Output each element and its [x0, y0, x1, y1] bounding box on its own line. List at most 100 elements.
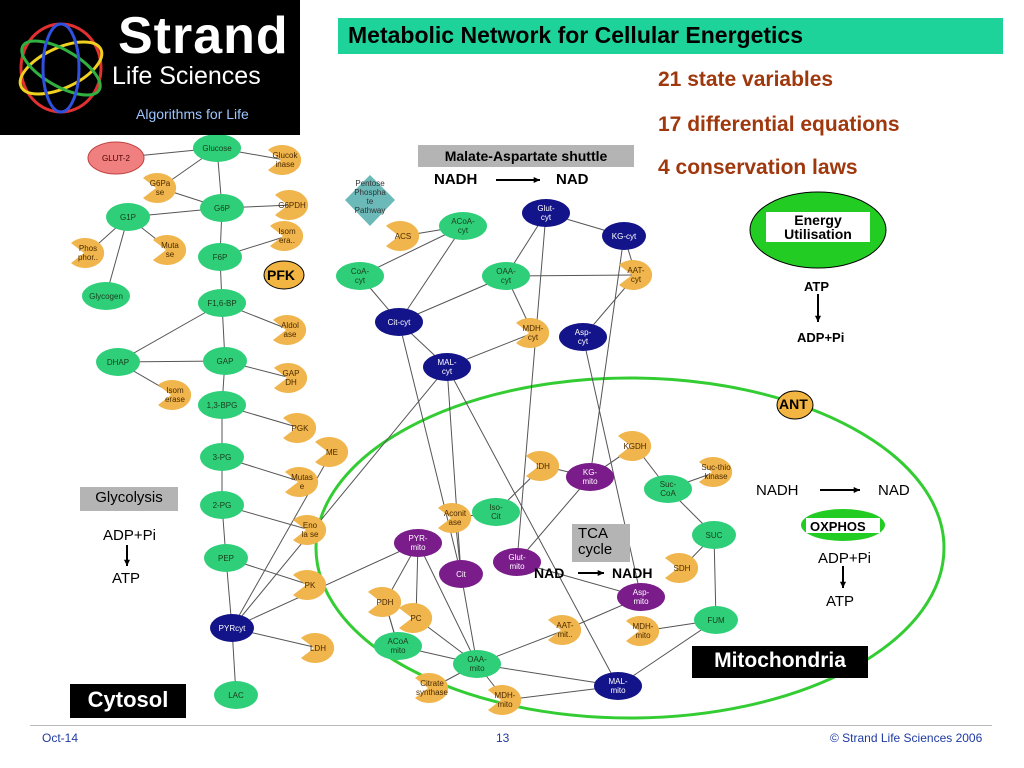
- node-label: LDH: [310, 644, 326, 653]
- node-kgmito: KG-mito: [566, 463, 614, 491]
- tca-nad: NAD: [534, 565, 565, 581]
- node-pg2: 2-PG: [200, 491, 244, 519]
- enzyme-shape: [386, 221, 420, 251]
- mitochondria-label: Mitochondria: [692, 646, 868, 678]
- node-malcyt: MAL-cyt: [423, 353, 471, 381]
- enzyme-shape: [548, 614, 582, 645]
- pentose-phosphate-diamond: [345, 175, 395, 226]
- node-pk: PK: [293, 570, 327, 600]
- glycolysis-atp: ATP: [112, 570, 141, 587]
- node-glutmito: Glut-mito: [493, 548, 541, 576]
- node-kgcyt: KG-cyt: [602, 222, 646, 250]
- metabolite-shape: [210, 614, 254, 642]
- metabolite-shape: [692, 521, 736, 549]
- enzyme-shape: [665, 553, 699, 583]
- node-pyrcyt: PYRcyt: [210, 614, 254, 642]
- enzyme-shape: [285, 467, 319, 498]
- edge-aspcyt-aspmito: [582, 336, 642, 598]
- metabolite-shape: [193, 134, 241, 162]
- node-suc: SUC: [692, 521, 736, 549]
- transporter-shape: [87, 141, 145, 175]
- node-label: 1,3-BPG: [207, 401, 238, 410]
- node-fum: FUM: [694, 606, 738, 634]
- enzyme-shape: [273, 314, 307, 345]
- enzyme-shape: [626, 616, 660, 646]
- ant-label: ANT: [779, 396, 808, 412]
- node-label: ME: [326, 448, 338, 457]
- oxphos-box: [806, 518, 880, 533]
- node-label: PC: [410, 614, 421, 623]
- enzyme-shape: [293, 570, 327, 600]
- node-label: 2-PG: [213, 501, 232, 510]
- node-pgk: PGK: [283, 413, 317, 443]
- metabolite-shape: [204, 544, 248, 572]
- node-label: MAL-cyt: [437, 358, 456, 376]
- footer-divider: [30, 725, 992, 726]
- pfk-node: [263, 260, 305, 290]
- title-bar: Metabolic Network for Cellular Energetic…: [338, 18, 1003, 54]
- oxphos-nadh: NADH: [756, 482, 799, 499]
- enzyme-shape: [699, 457, 733, 487]
- node-label: Asp-mito: [633, 588, 650, 606]
- node-label: KG-mito: [582, 468, 598, 486]
- metabolite-shape: [198, 243, 242, 271]
- node-label: SDH: [674, 564, 691, 573]
- node-label: MDH-mito: [633, 622, 654, 640]
- node-isocit: Iso-Cit: [472, 498, 520, 526]
- footer-page-number: 13: [496, 731, 510, 745]
- tca-line1: TCA: [578, 525, 608, 542]
- node-succoa: Suc-CoA: [644, 475, 692, 503]
- node-label: Asp-cyt: [575, 328, 592, 346]
- metabolite-shape: [200, 194, 244, 222]
- edge-suc-fum: [713, 534, 717, 621]
- shuttle-nad: NAD: [556, 171, 589, 188]
- node-label: ACoA-cyt: [451, 217, 475, 235]
- node-g1p: G1P: [106, 203, 150, 231]
- metabolite-shape: [375, 308, 423, 336]
- node-pg3: 3-PG: [200, 443, 244, 471]
- node-sdh: SDH: [665, 553, 699, 583]
- shuttle-arrow-head: [533, 176, 540, 184]
- node-label: Iso-Cit: [489, 503, 503, 521]
- node-label: GAP: [217, 357, 234, 366]
- metabolite-shape: [439, 560, 483, 588]
- node-label: F6P: [213, 253, 228, 262]
- node-coacyt: CoA-cyt: [336, 262, 384, 290]
- page-title: Metabolic Network for Cellular Energetic…: [348, 22, 804, 48]
- node-label: SUC: [706, 531, 723, 540]
- node-oaacyt: OAA-cyt: [482, 262, 530, 290]
- metabolite-shape: [522, 199, 570, 227]
- node-pdh: PDH: [368, 587, 402, 618]
- node-label: MAL-mito: [608, 677, 627, 695]
- enzyme-shape: [619, 260, 653, 290]
- footer-copyright: © Strand Life Sciences 2006: [830, 731, 983, 745]
- node-label: GLUT-2: [102, 154, 131, 163]
- energy-line1: Energy: [794, 212, 842, 228]
- metabolite-shape: [617, 583, 665, 611]
- mitochondria-membrane: [314, 376, 946, 720]
- oxphos-adp: ADP+Pi: [818, 550, 871, 567]
- node-label: PYR-mito: [408, 534, 427, 552]
- tca-nadh: NADH: [612, 565, 653, 581]
- edge-kgmito-glutmito: [516, 476, 591, 563]
- node-pc: PC: [399, 603, 433, 634]
- strand-logo: Strand Life Sciences Algorithms for Life: [0, 0, 300, 135]
- node-label: PGK: [292, 424, 310, 433]
- node-g6pdh: G6PDH: [275, 190, 309, 221]
- node-aspmito: Asp-mito: [617, 583, 665, 611]
- metabolite-shape: [203, 347, 247, 375]
- node-pyrmito: PYR-mito: [394, 529, 442, 557]
- edge-pyrcyt-malcyt: [231, 366, 448, 629]
- enzyme-shape: [438, 502, 472, 533]
- pfk-label: PFK: [267, 267, 295, 283]
- enzyme-shape: [275, 190, 309, 221]
